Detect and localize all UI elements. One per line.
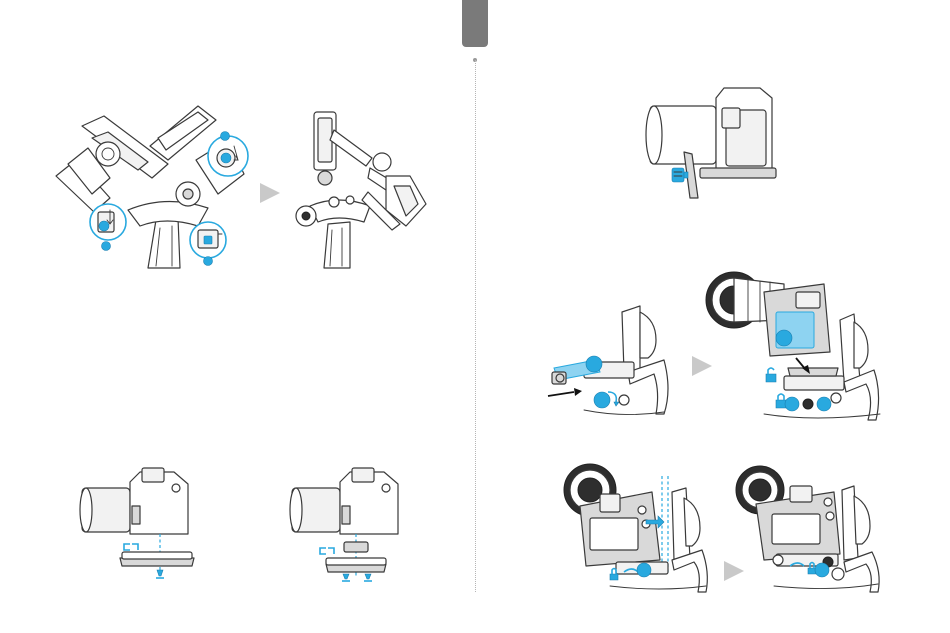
camera-quick-release-short-illustration bbox=[76, 466, 196, 582]
section-tab bbox=[462, 0, 488, 47]
camera-plate-screw-illustration bbox=[640, 86, 780, 202]
page-divider bbox=[475, 60, 476, 592]
arrow-right-icon bbox=[258, 182, 282, 204]
camera-balanced-illustration bbox=[734, 466, 884, 592]
camera-balance-adjust-illustration bbox=[560, 462, 710, 592]
gimbal-unfold-after-illustration bbox=[290, 106, 430, 270]
plate-slide-in-illustration bbox=[544, 300, 672, 418]
camera-mount-lock-illustration bbox=[704, 264, 884, 420]
gimbal-unfold-before-illustration bbox=[48, 98, 248, 270]
camera-quick-release-riser-illustration bbox=[286, 466, 406, 582]
